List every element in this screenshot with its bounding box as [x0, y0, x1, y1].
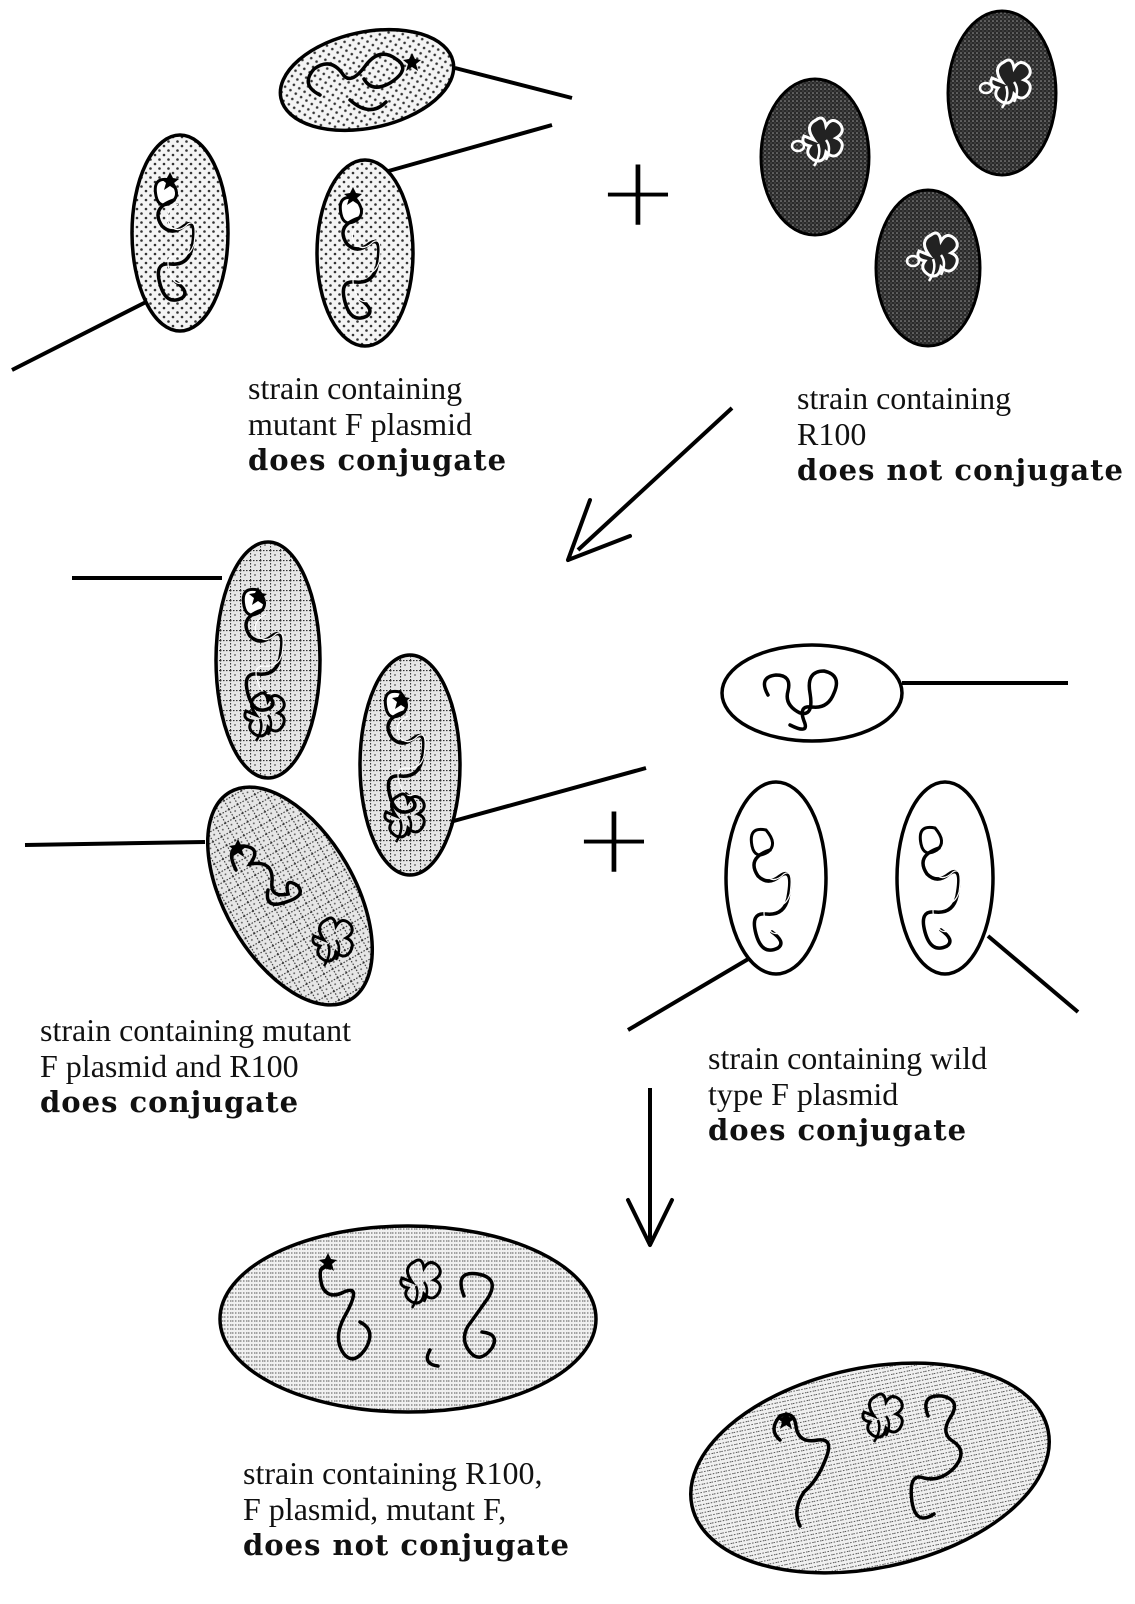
caption-mutant-donor: strain containing mutant F plasmid does … [248, 370, 507, 478]
plus-sign: + [598, 136, 678, 248]
caption-result: does not conjugate [797, 452, 1124, 488]
caption-result: does conjugate [248, 442, 507, 478]
caption-line: strain containing wild [708, 1040, 987, 1076]
caption-final-strain: strain containing R100, F plasmid, mutan… [243, 1455, 570, 1563]
caption-result: does conjugate [708, 1112, 987, 1148]
plus-sign: + [574, 783, 654, 895]
caption-line: R100 [797, 416, 1124, 452]
mutant-donor-cells [12, 15, 572, 370]
caption-line: strain containing mutant [40, 1012, 351, 1048]
arrow-icon [568, 408, 732, 560]
caption-result: does not conjugate [243, 1527, 570, 1563]
caption-line: strain containing [797, 380, 1124, 416]
caption-line: mutant F plasmid [248, 406, 507, 442]
caption-line: F plasmid, mutant F, [243, 1491, 570, 1527]
caption-mutant-and-r100: strain containing mutant F plasmid and R… [40, 1012, 351, 1120]
wild-type-cells [628, 645, 1078, 1030]
caption-line: strain containing [248, 370, 507, 406]
caption-line: strain containing R100, [243, 1455, 570, 1491]
caption-wild-type: strain containing wild type F plasmid do… [708, 1040, 987, 1148]
mutant-and-r100-cells [25, 542, 646, 1032]
caption-r100-strain: strain containing R100 does not conjugat… [797, 380, 1124, 488]
caption-line: F plasmid and R100 [40, 1048, 351, 1084]
caption-line: type F plasmid [708, 1076, 987, 1112]
arrow-icon [628, 1088, 672, 1245]
r100-cells [761, 11, 1056, 346]
caption-result: does conjugate [40, 1084, 351, 1120]
